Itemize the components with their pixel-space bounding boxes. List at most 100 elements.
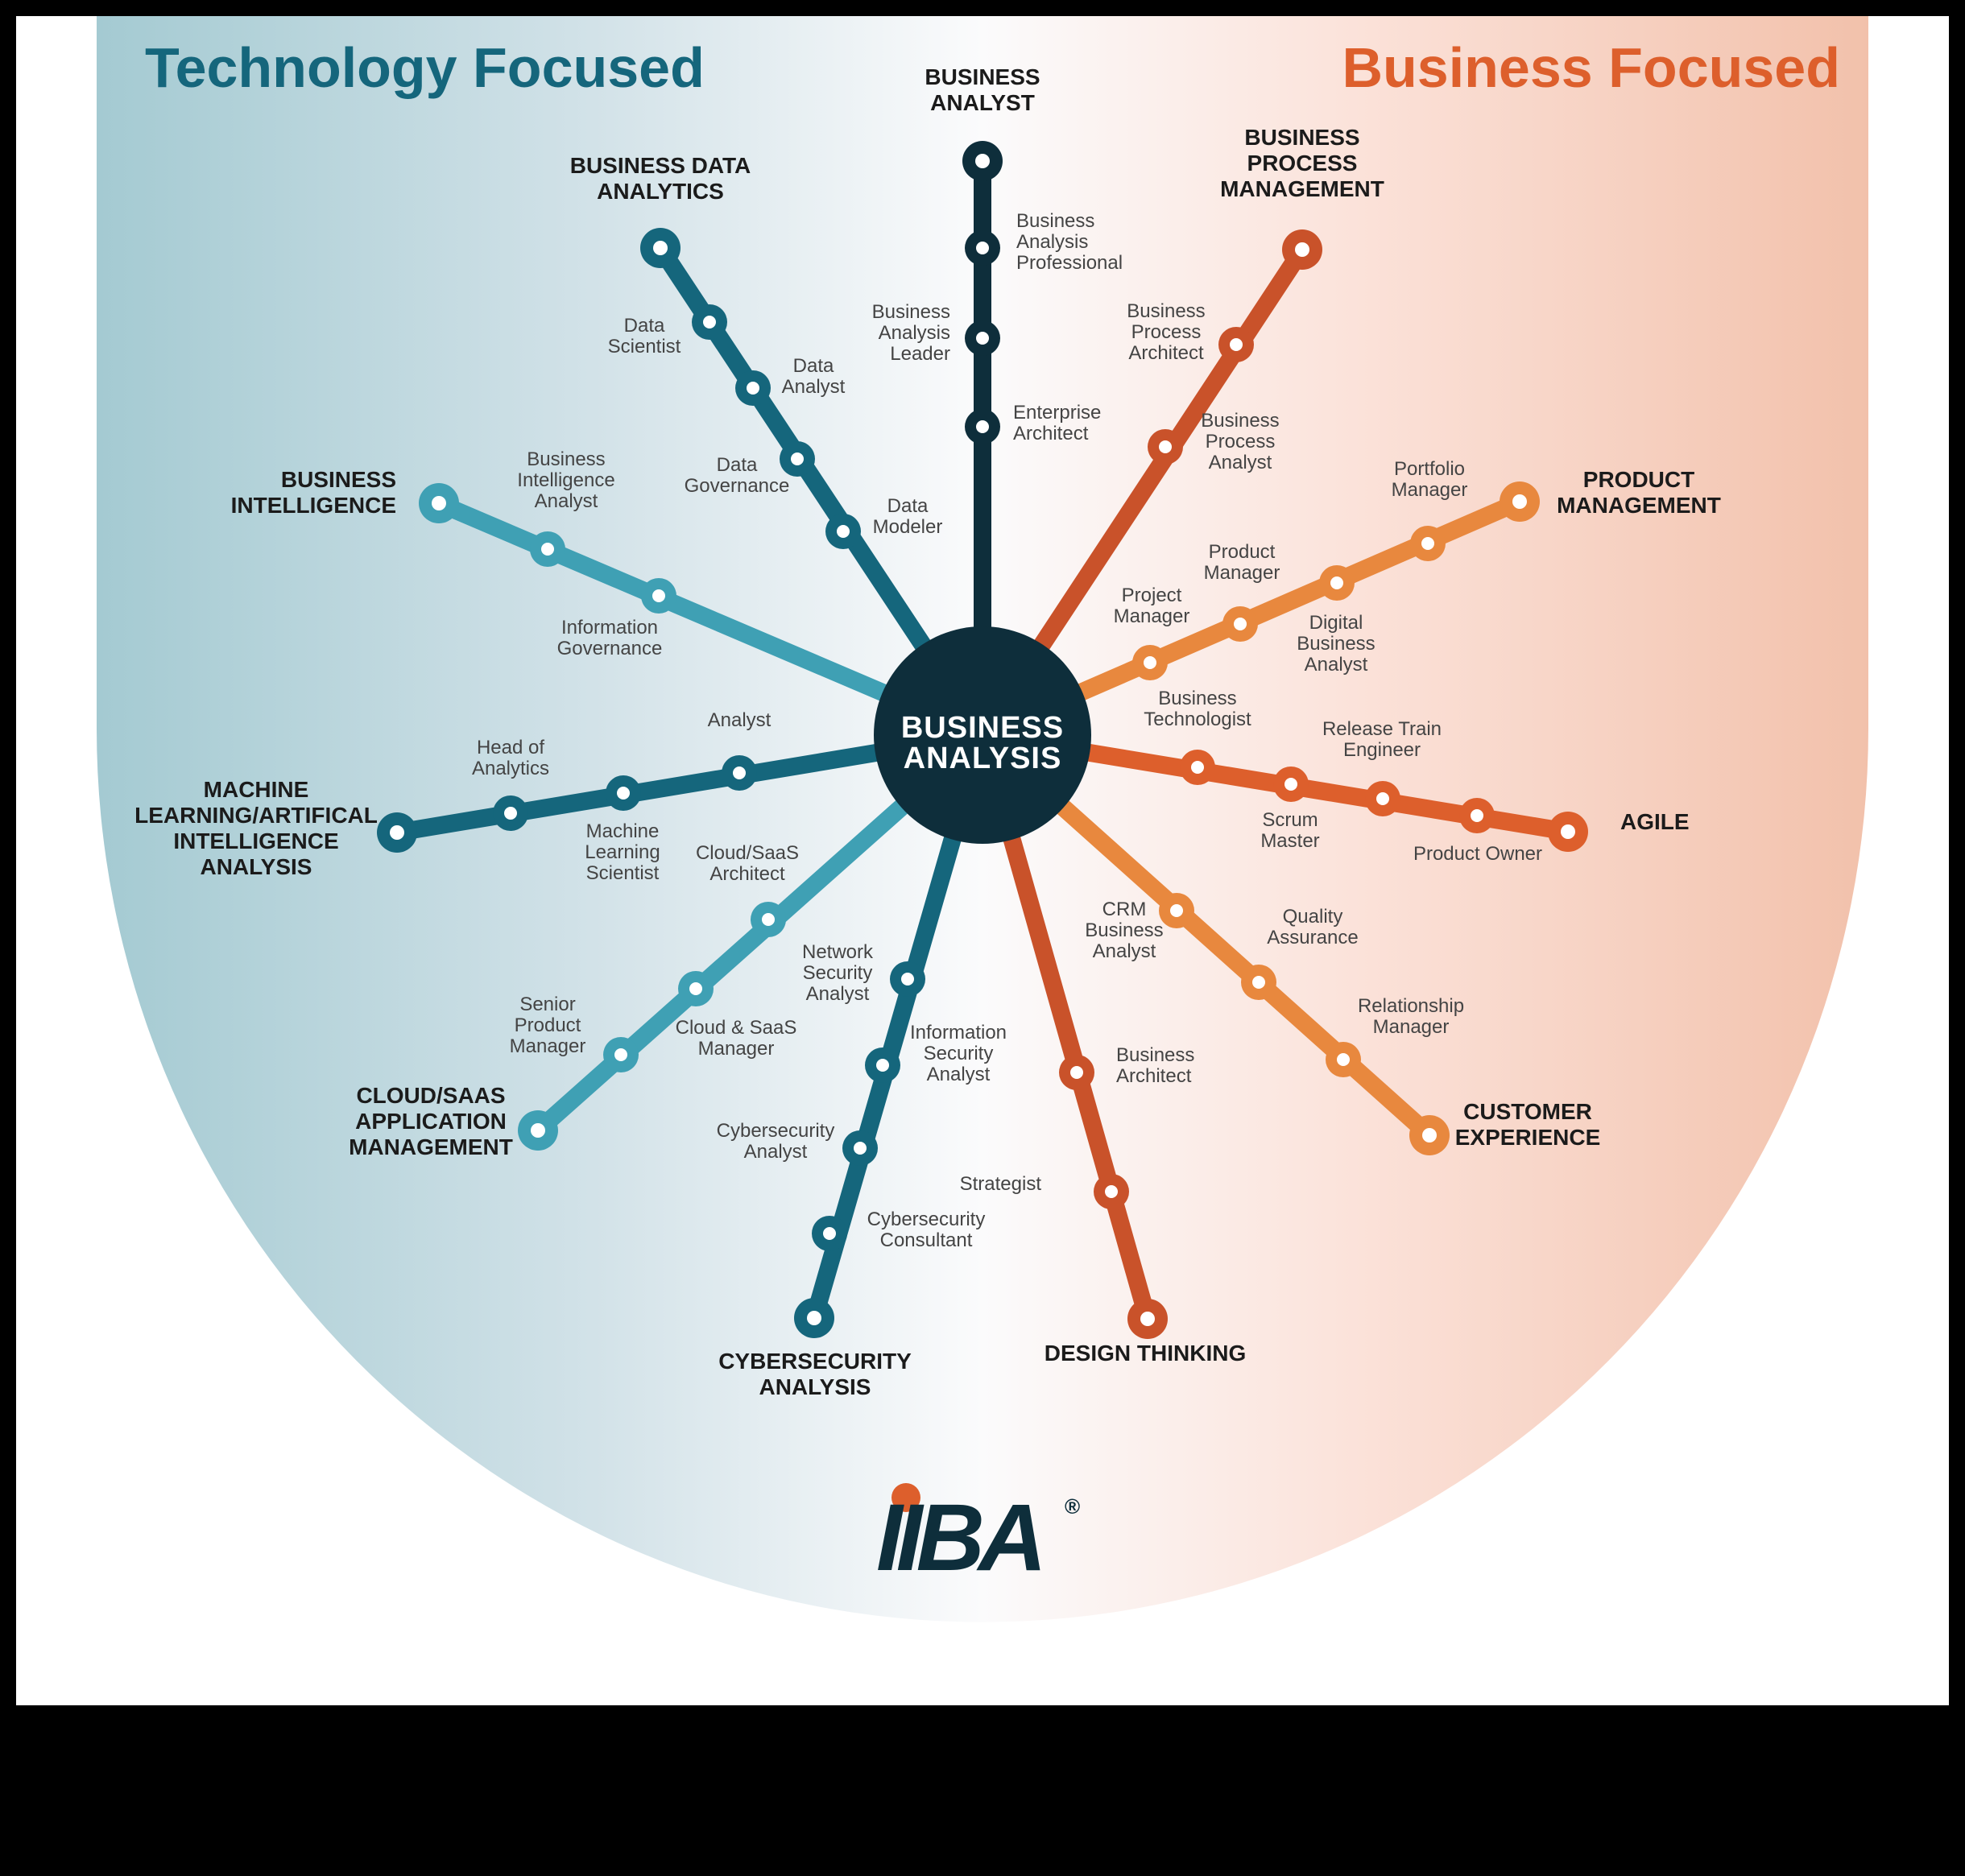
role-label-line: Analyst [806, 983, 870, 1005]
branch-title-machine-learning-line: LEARNING/ARTIFICAL [134, 803, 378, 828]
role-label-line: Product [1209, 541, 1276, 563]
branch-end-node-center [1140, 1312, 1155, 1326]
role-label-line: Analyst [782, 376, 846, 398]
role-stop-node-center [791, 452, 804, 465]
role-stop-node-center [976, 332, 989, 345]
role-label-line: Business [1127, 300, 1205, 322]
role-label-line: Head of [477, 737, 544, 758]
role-label-line: Enterprise [1013, 402, 1101, 424]
role-stop-node-center [976, 420, 989, 433]
role-stop-node-center [652, 589, 665, 602]
role-label-line: Architect [1116, 1065, 1192, 1087]
role-stop-node-center [1252, 976, 1265, 989]
branch-end-node-center [1422, 1128, 1437, 1143]
role-label-line: Consultant [880, 1229, 973, 1251]
role-label-line: Relationship [1358, 995, 1464, 1017]
role-label-line: Information [561, 617, 658, 638]
role-stop-node-center [1234, 618, 1247, 630]
role-label-line: Analyst [927, 1064, 991, 1085]
role-label-line: Security [924, 1043, 994, 1064]
role-label-line: Strategist [960, 1173, 1042, 1195]
role-label-line: Business [1158, 688, 1236, 709]
role-label-line: Modeler [873, 516, 943, 538]
role-stop-node-center [733, 767, 746, 779]
role-stop-node-center [703, 316, 716, 329]
role-label-line: Network [802, 941, 874, 963]
role-label-line: Intelligence [517, 469, 614, 491]
iiba-registered-mark: ® [1065, 1494, 1080, 1519]
role-label-line: Analysis [1016, 231, 1088, 253]
role-label-line: Scrum [1262, 809, 1318, 831]
role-label-line: Scientist [586, 862, 660, 884]
branch-title-cloud-saas-line: CLOUD/SAAS [356, 1083, 505, 1108]
role-label-line: Analyst [708, 709, 772, 731]
role-stop-node-center [614, 1048, 627, 1061]
role-label-line: Manager [510, 1035, 586, 1057]
branch-title-agile: AGILE [1620, 809, 1690, 834]
iiba-logo: IIBA ® [876, 1483, 1080, 1591]
role-label-line: Business [1116, 1044, 1194, 1066]
role-label: Analyst [708, 709, 772, 731]
role-stop-node-center [1105, 1185, 1118, 1198]
role-stop-node-center [837, 525, 850, 538]
role-stop-node-center [976, 242, 989, 254]
branch-title-agile-line: AGILE [1620, 809, 1690, 834]
branch-end-node-center [1512, 494, 1527, 509]
role-label-line: Digital [1309, 612, 1363, 634]
iiba-logo-wordmark: IIBA [876, 1485, 1040, 1591]
branch-title-customer-experience-line: EXPERIENCE [1455, 1125, 1601, 1150]
role-label-line: Cloud/SaaS [696, 842, 799, 864]
role-label-line: Business [1016, 210, 1094, 232]
role-stop-node-center [762, 913, 775, 926]
role-stop-node-center [854, 1142, 867, 1155]
role-stop-node-center [1330, 576, 1343, 589]
role-stop-node-center [1421, 537, 1434, 550]
branch-title-cloud-saas-line: APPLICATION [355, 1109, 507, 1134]
branch-title-business-analyst-line: BUSINESS [925, 64, 1040, 89]
role-label: Strategist [960, 1173, 1042, 1195]
role-label-line: Analyst [1305, 654, 1368, 676]
role-label-line: Analysis [879, 322, 950, 344]
role-label-line: Manager [1392, 479, 1468, 501]
role-label-line: Leader [890, 343, 950, 365]
role-label-line: Process [1206, 431, 1276, 452]
center-hub-label-line2: ANALYSIS [904, 742, 1062, 775]
role-stop-node-center [876, 1059, 889, 1072]
role-stop-node-center [1191, 761, 1204, 774]
role-label-line: Business [872, 301, 950, 323]
role-stop-node-center [617, 787, 630, 800]
role-label-line: Manager [1373, 1016, 1450, 1038]
branch-title-design-thinking-line: DESIGN THINKING [1045, 1341, 1246, 1366]
branch-end-node-center [390, 825, 404, 840]
role-label-line: Architect [1128, 342, 1204, 364]
role-label-line: Security [803, 962, 873, 984]
role-label-line: Machine [586, 820, 660, 842]
branch-end-node-center [432, 496, 446, 510]
branch-end-node-center [653, 241, 668, 255]
branch-title-machine-learning-line: INTELLIGENCE [173, 828, 338, 853]
role-stop-node-center [1159, 440, 1172, 453]
role-label-line: Business [1297, 633, 1375, 655]
